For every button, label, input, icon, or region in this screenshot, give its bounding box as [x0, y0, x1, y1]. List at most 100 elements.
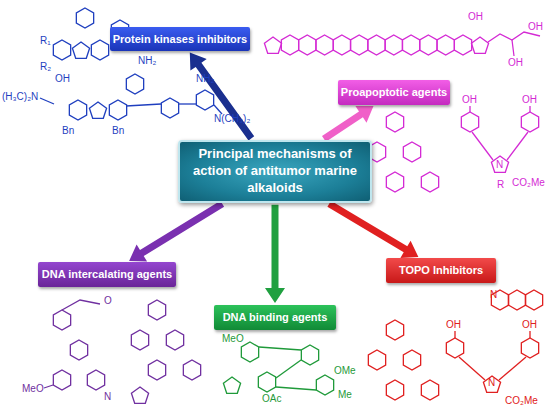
category-box: Proapoptotic agents — [338, 80, 450, 105]
ring — [333, 35, 350, 55]
box-label: Protein kinases inhibitors — [113, 33, 247, 45]
ring — [69, 100, 86, 120]
ring — [386, 380, 403, 400]
atom-label: OH — [508, 58, 523, 68]
ring — [299, 35, 316, 55]
bond — [454, 331, 455, 338]
ring — [148, 360, 165, 380]
ring — [421, 380, 438, 400]
atom-label: CO₂Me — [505, 396, 538, 406]
atom-label: N(CH₃)₂ — [214, 114, 250, 124]
block-arrow — [190, 53, 254, 141]
binder-structures — [223, 342, 333, 395]
ring — [421, 172, 438, 192]
ring — [521, 338, 538, 358]
atom-label: Bn — [112, 126, 124, 136]
ring — [521, 112, 538, 132]
ring — [420, 35, 437, 55]
ring — [437, 35, 454, 55]
ring — [264, 37, 281, 53]
ring — [491, 156, 508, 172]
ring — [258, 372, 275, 392]
bond — [276, 360, 301, 378]
intercalator-structures — [44, 300, 201, 403]
ring — [223, 377, 240, 393]
ring — [446, 338, 463, 358]
ring — [131, 330, 148, 350]
ring — [183, 360, 200, 380]
ring — [196, 90, 213, 110]
ring — [461, 112, 478, 132]
block-arrow — [265, 205, 285, 303]
ring — [316, 375, 333, 395]
block-arrow — [129, 201, 224, 262]
bond — [472, 132, 493, 160]
ring — [368, 350, 385, 370]
box-label: Proapoptotic agents — [341, 86, 447, 98]
ring — [386, 112, 403, 132]
ring — [403, 350, 420, 370]
atom-label: OH — [522, 320, 537, 330]
atom-label: N — [496, 160, 503, 170]
chain — [62, 300, 100, 310]
category-box: TOPO Inhibitors — [386, 258, 496, 283]
ring — [402, 35, 419, 55]
atom-label: (H₃C)₂N — [2, 92, 38, 102]
ring — [76, 8, 93, 28]
atom-label: CO₂Me — [512, 178, 545, 188]
central-box: Principal mechanisms of action of antitu… — [178, 140, 372, 203]
bond — [126, 104, 161, 106]
bond — [469, 106, 470, 112]
ring — [53, 310, 70, 330]
atom-label: R — [497, 180, 504, 190]
atom-label: OH — [528, 22, 543, 32]
box-label: DNA intercalating agents — [42, 268, 172, 280]
atom-label: N — [104, 392, 111, 402]
ring — [166, 330, 183, 350]
ring — [525, 290, 542, 310]
atom-label: N — [490, 290, 497, 300]
atom-label: OH — [468, 12, 483, 22]
bond — [529, 331, 530, 338]
atom-label: OMe — [334, 366, 356, 376]
ring — [316, 35, 333, 55]
ring — [483, 376, 500, 392]
box-label: DNA binding agents — [223, 311, 328, 323]
block-arrow — [322, 106, 374, 142]
ring — [53, 40, 70, 60]
chain — [488, 32, 540, 42]
atom-label: N — [488, 378, 495, 388]
atom-label: OH — [55, 74, 70, 84]
atom-label: OAc — [262, 394, 281, 404]
ring — [454, 35, 471, 55]
atom-label: MeO — [222, 334, 244, 344]
bond — [259, 347, 301, 350]
bond — [40, 98, 54, 104]
ring — [368, 35, 385, 55]
category-box: DNA intercalating agents — [38, 262, 176, 287]
category-box: Protein kinases inhibitors — [110, 27, 250, 51]
ring — [403, 142, 420, 162]
block-arrow — [327, 201, 418, 258]
ring — [89, 102, 106, 118]
ring — [301, 345, 318, 365]
bond — [214, 105, 222, 114]
bond — [507, 132, 528, 160]
topo-structures — [368, 290, 542, 400]
atom-label: Bn — [62, 126, 74, 136]
bond — [276, 387, 316, 390]
bond — [499, 357, 526, 380]
atom-label: OH — [446, 320, 461, 330]
atom-label: Me — [338, 390, 352, 400]
ring — [508, 290, 525, 310]
atom-label: O — [104, 296, 112, 306]
atom-label: NH₂ — [138, 56, 156, 66]
bond — [512, 40, 514, 56]
ring — [386, 320, 403, 340]
box-label: TOPO Inhibitors — [399, 264, 483, 276]
ring — [109, 100, 126, 120]
ring — [126, 74, 143, 94]
bond — [459, 357, 485, 380]
